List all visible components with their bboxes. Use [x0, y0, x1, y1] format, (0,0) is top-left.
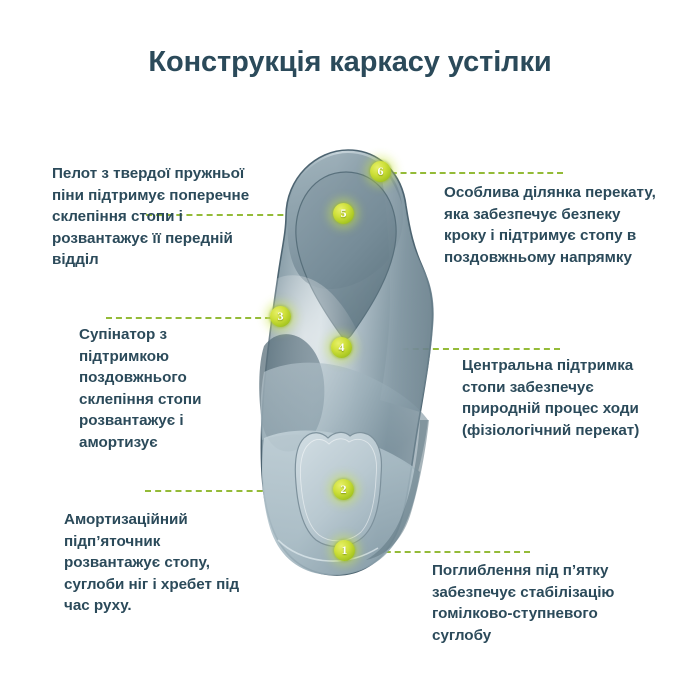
callout-pelot: Пелот з твердої пружньої піни підтримує … [52, 165, 250, 269]
connector-line-4 [342, 348, 560, 350]
page-title: Конструкція каркасу устілки [148, 46, 552, 78]
callout-supinator: Супінатор з підтримкою поздовжнього скле… [79, 326, 202, 451]
callout-rollover-zone: Особлива ділянка перекату, яка забезпечу… [444, 184, 656, 266]
marker-6[interactable]: 6 [370, 161, 391, 182]
right-edge-shadow [366, 420, 429, 560]
connector-line-5 [146, 214, 344, 216]
connector-line-6 [381, 172, 563, 174]
connector-line-1 [345, 551, 530, 553]
callout-central-support: Центральна підтримка стопи забезпечує пр… [462, 357, 640, 439]
marker-1[interactable]: 1 [334, 540, 355, 561]
marker-4[interactable]: 4 [331, 337, 352, 358]
heel-cushion-inner-outline [299, 438, 377, 542]
marker-5[interactable]: 5 [333, 203, 354, 224]
callout-heel-cushion: Амортизаційний підп’яточник розвантажує … [64, 511, 240, 615]
marker-3[interactable]: 3 [270, 306, 291, 327]
callout-heel-recess: Поглиблення під п’ятку забезпечує стабіл… [432, 562, 615, 644]
insole-illustration [230, 120, 460, 580]
connector-line-3 [106, 317, 281, 319]
connector-line-2 [145, 490, 344, 492]
marker-2[interactable]: 2 [333, 479, 354, 500]
central-support-band [260, 362, 428, 472]
heel-rim-highlight [277, 539, 379, 562]
